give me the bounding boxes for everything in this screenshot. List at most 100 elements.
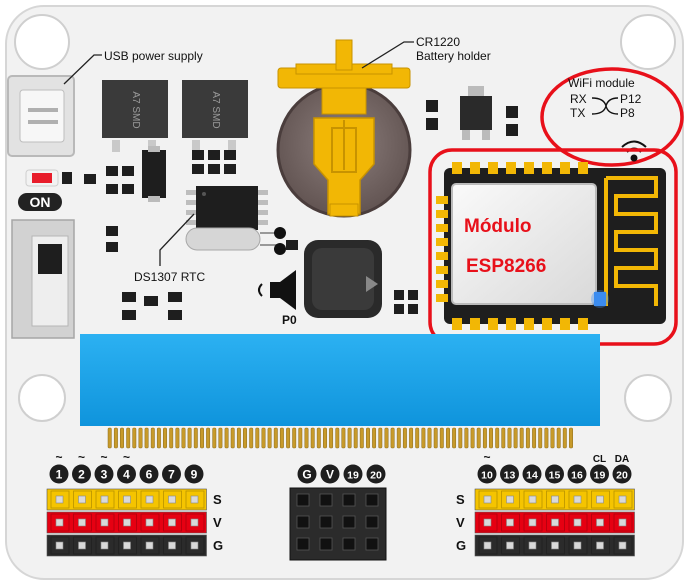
header-pin (574, 496, 581, 503)
row-label-left: V (213, 515, 222, 530)
header-pin (146, 519, 153, 526)
esp-pad (436, 224, 448, 232)
header-pin (56, 542, 63, 549)
display-screen (80, 334, 600, 426)
header-pin (146, 542, 153, 549)
edge-finger (446, 428, 449, 448)
row-label-right: G (456, 538, 466, 553)
pin-number: 19 (347, 470, 359, 482)
edge-finger (114, 428, 117, 448)
edge-finger (163, 428, 166, 448)
esp-pad (436, 294, 448, 302)
header-pin (124, 519, 131, 526)
header-pin (124, 542, 131, 549)
rx-label: RX (570, 92, 587, 106)
pin-number: 16 (571, 470, 583, 482)
header-pin (169, 542, 176, 549)
edge-finger (422, 428, 425, 448)
pin-number: V (326, 468, 334, 482)
edge-finger (440, 428, 443, 448)
edge-finger (416, 428, 419, 448)
edge-finger (465, 428, 468, 448)
edge-finger (225, 428, 228, 448)
female-header-socket (366, 538, 378, 550)
edge-finger (311, 428, 314, 448)
rtc-chip (186, 186, 268, 230)
edge-finger (471, 428, 474, 448)
p0-label: P0 (282, 313, 297, 327)
header-pin (191, 519, 198, 526)
edge-finger (237, 428, 240, 448)
header-pin (79, 519, 86, 526)
tx-label: TX (570, 106, 585, 120)
edge-finger (508, 428, 511, 448)
female-header-socket (320, 494, 332, 506)
usb-connector (8, 76, 74, 156)
module-label-1: Módulo (464, 216, 532, 237)
edge-finger (428, 428, 431, 448)
edge-finger (305, 428, 308, 448)
header-pin (552, 496, 559, 503)
header-pin (484, 519, 491, 526)
edge-finger (569, 428, 572, 448)
pin-number: 1 (56, 468, 63, 482)
header-pin (169, 496, 176, 503)
edge-finger (342, 428, 345, 448)
esp-pad (524, 318, 534, 330)
edge-finger (336, 428, 339, 448)
battery-label-1: CR1220 (416, 35, 460, 49)
header-pin (79, 496, 86, 503)
pin-number: 10 (481, 470, 493, 482)
pin-number: 4 (123, 468, 130, 482)
edge-finger (157, 428, 160, 448)
esp-pad (436, 196, 448, 204)
edge-finger (120, 428, 123, 448)
edge-finger (194, 428, 197, 448)
edge-finger (477, 428, 480, 448)
esp-pad (506, 318, 516, 330)
esp-pad (470, 318, 480, 330)
esp-pad (488, 318, 498, 330)
esp-pad (436, 238, 448, 246)
header-pin (529, 496, 536, 503)
edge-finger (293, 428, 296, 448)
esp-pad (436, 280, 448, 288)
header-pin (146, 496, 153, 503)
edge-finger (557, 428, 560, 448)
edge-finger (250, 428, 253, 448)
edge-finger (539, 428, 542, 448)
esp8266-module (444, 168, 666, 324)
header-pin (529, 542, 536, 549)
edge-finger (403, 428, 406, 448)
rtc-label: DS1307 RTC (134, 270, 205, 284)
pin-number: 9 (191, 468, 198, 482)
header-pin (552, 542, 559, 549)
pin-number: 3 (101, 468, 108, 482)
edge-finger (372, 428, 375, 448)
header-pin (597, 496, 604, 503)
female-header-socket (297, 538, 309, 550)
header-pin (191, 542, 198, 549)
edge-finger (200, 428, 203, 448)
battery-label-2: Battery holder (416, 49, 491, 63)
regulator-marking-2: A7 SMD (210, 91, 221, 128)
female-header-socket (343, 494, 355, 506)
edge-finger (409, 428, 412, 448)
header-pin (619, 542, 626, 549)
esp-pad (436, 266, 448, 274)
edge-finger (532, 428, 535, 448)
edge-finger (170, 428, 173, 448)
esp-pad (560, 162, 570, 174)
pin-number: 15 (549, 470, 561, 482)
pin-function-label: CL (593, 454, 606, 465)
header-pin (56, 496, 63, 503)
esp-pad (506, 162, 516, 174)
header-pin (56, 519, 63, 526)
module-label-2: ESP8266 (466, 256, 546, 277)
header-pin (597, 542, 604, 549)
edge-finger (317, 428, 320, 448)
edge-finger (151, 428, 154, 448)
esp-pad (578, 162, 588, 174)
esp-pad (452, 162, 462, 174)
